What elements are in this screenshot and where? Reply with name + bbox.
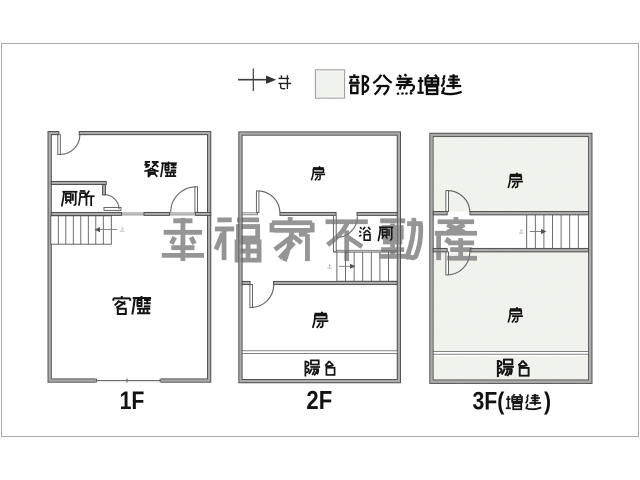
svg-text:): )	[544, 387, 551, 415]
svg-text:1F: 1F	[120, 386, 145, 414]
svg-text:2F: 2F	[306, 386, 332, 415]
svg-text:3F(: 3F(	[473, 387, 505, 415]
